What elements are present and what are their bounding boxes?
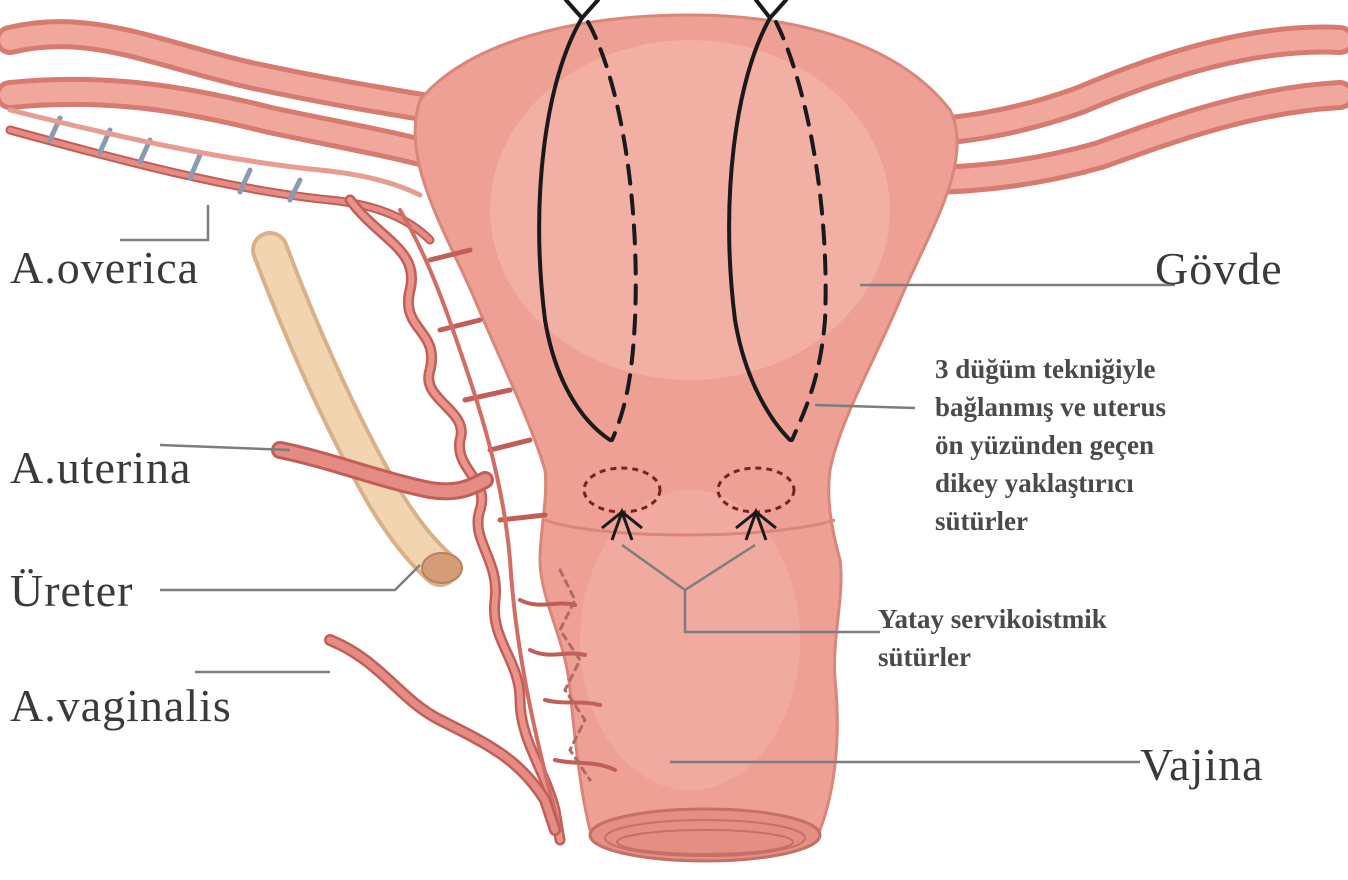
vaginal-opening [590, 809, 820, 861]
ureter-shape [270, 250, 462, 583]
label-govde: Gövde [1155, 246, 1283, 292]
label-ureter: Üreter [10, 568, 133, 614]
label-vertical-sutures: 3 düğüm tekniğiyle bağlanmış ve uterus ö… [935, 350, 1166, 540]
label-horizontal-sutures: Yatay servikoistmik sütürler [878, 600, 1107, 676]
label-a-uterina: A.uterina [10, 445, 191, 491]
label-a-overica: A.overica [10, 245, 199, 291]
label-vajina: Vajina [1140, 742, 1264, 788]
right-tubes [900, 40, 1340, 180]
left-tubes [10, 34, 450, 160]
label-a-vaginalis: A.vaginalis [10, 683, 232, 729]
